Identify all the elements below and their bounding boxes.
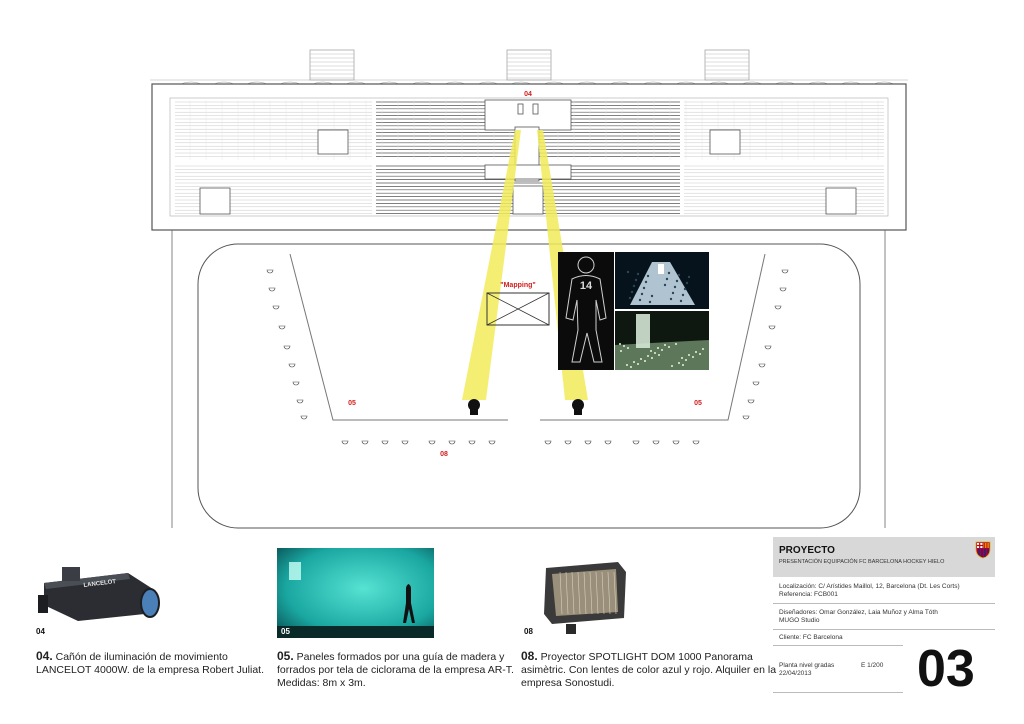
tag-05-photo: 05 bbox=[281, 627, 290, 636]
date-text: 22/04/2013 bbox=[779, 670, 812, 677]
title-block: PROYECTO PRESENTACIÓN EQUIPACIÓN FC BARC… bbox=[773, 537, 995, 695]
spotlight-row bbox=[266, 269, 789, 445]
caption-08: 08. Proyector SPOTLIGHT DOM 1000 Panoram… bbox=[521, 649, 777, 690]
lancelot-cannon-photo: LANCELOT bbox=[30, 555, 170, 635]
jersey-number: 14 bbox=[580, 280, 593, 292]
lancelot-brand: LANCELOT bbox=[83, 579, 116, 589]
cyclorama-panel-photo bbox=[277, 548, 434, 638]
sheet-number: 03 bbox=[917, 640, 975, 698]
location-text: Localización: C/ Arístides Maillol, 12, … bbox=[779, 583, 960, 590]
plan-name: Planta nivel gradas bbox=[779, 662, 835, 669]
caption-04: 04. Cañón de iluminación de movimiento L… bbox=[36, 649, 265, 677]
caption-08-num: 08. bbox=[521, 649, 538, 663]
studio-text: MUGO Studio bbox=[779, 617, 820, 624]
player-silhouette-image: 14 bbox=[558, 252, 614, 370]
project-label: PROYECTO bbox=[779, 545, 835, 556]
spotlight-dom-photo bbox=[536, 558, 632, 636]
bottle-projection-image bbox=[615, 311, 709, 370]
mapping-label: "Mapping" bbox=[500, 282, 535, 289]
moving-head-right bbox=[572, 399, 584, 415]
projection-table-image bbox=[615, 252, 709, 309]
caption-05-num: 05. bbox=[277, 649, 294, 663]
designers-text: Diseñadores: Omar González, Laia Muñoz y… bbox=[779, 609, 938, 616]
client-text: Cliente: FC Barcelona bbox=[779, 634, 843, 641]
mapping-screen bbox=[486, 292, 550, 326]
caption-04-num: 04. bbox=[36, 649, 53, 663]
tag-08-plan: 08 bbox=[440, 451, 448, 458]
scale-text: E 1/200 bbox=[861, 662, 884, 669]
tag-04-photo: 04 bbox=[36, 627, 45, 636]
floor-plan: 04 "Mapping" 05 05 08 14 bbox=[150, 49, 908, 529]
fcb-crest-icon bbox=[975, 541, 991, 559]
roof-vents bbox=[309, 49, 750, 81]
tag-08-photo: 08 bbox=[524, 627, 533, 636]
tag-04-plan: 04 bbox=[524, 91, 532, 98]
project-subtitle: PRESENTACIÓN EQUIPACIÓN FC BARCELONA HOC… bbox=[779, 559, 945, 565]
tag-05-right: 05 bbox=[694, 400, 702, 407]
reference-text: Referencia: FCB001 bbox=[779, 591, 838, 598]
moving-head-left bbox=[468, 399, 480, 415]
title-block-header: PROYECTO PRESENTACIÓN EQUIPACIÓN FC BARC… bbox=[773, 537, 995, 577]
tag-05-left: 05 bbox=[348, 400, 356, 407]
panel-layout bbox=[289, 253, 766, 421]
caption-05: 05. Paneles formados por una guía de mad… bbox=[277, 649, 514, 690]
